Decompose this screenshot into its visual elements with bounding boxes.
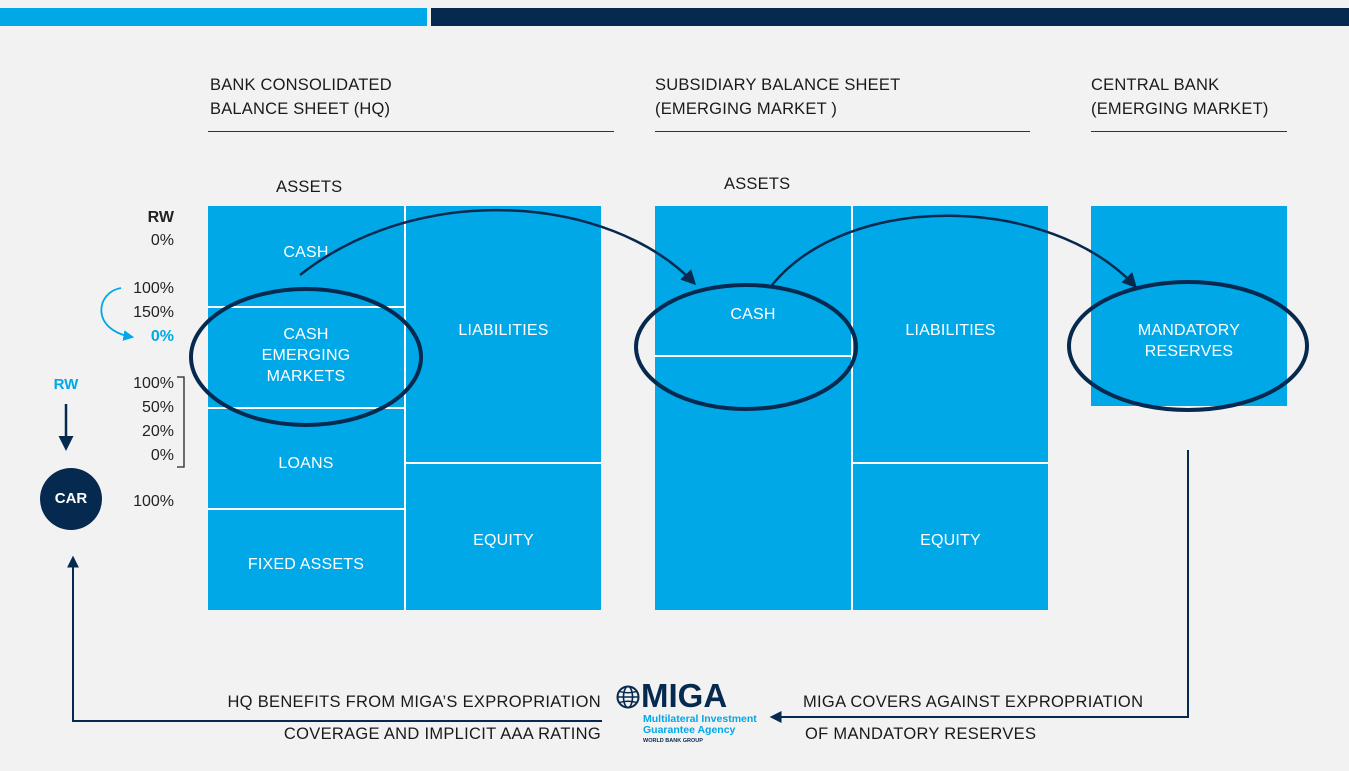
sub-assets-label: ASSETS — [724, 175, 791, 193]
central-bank-header: CENTRAL BANK (EMERGING MARKET) — [1091, 73, 1269, 121]
bank-divider-2 — [208, 407, 404, 409]
bank-header-rule — [208, 131, 614, 132]
rw-title: RW — [147, 209, 174, 226]
sub-divider-1 — [655, 355, 851, 357]
rw-loans-c: 20% — [141, 423, 174, 440]
mandatory-reserves-label: MANDATORY RESERVES — [1091, 320, 1287, 362]
bank-divider-3 — [208, 508, 404, 510]
subsidiary-sheet-header: SUBSIDIARY BALANCE SHEET (EMERGING MARKE… — [655, 73, 900, 121]
sub-divider-2 — [853, 462, 1048, 464]
mandatory-reserves-line1: MANDATORY — [1137, 322, 1241, 339]
return-arrow-cb-to-miga — [769, 450, 1189, 723]
bank-divider-4 — [406, 462, 601, 464]
bank-cash-label: CASH — [283, 244, 329, 261]
rw-loans-b: 50% — [141, 399, 174, 416]
mandatory-reserves-line2: RESERVES — [1144, 343, 1234, 360]
rw-cash-em-b: 150% — [133, 304, 174, 321]
bank-equity-label: EQUITY — [473, 532, 534, 549]
rw-loans-d: 0% — [150, 447, 174, 464]
bank-assets-label: ASSETS — [276, 178, 343, 196]
central-bank-box — [1091, 206, 1287, 406]
rw-fixed: 100% — [133, 493, 174, 510]
sub-sheet-divider-vertical — [851, 206, 853, 610]
miga-line1: Multilateral Investment — [643, 713, 757, 725]
bank-sheet-divider-vertical — [404, 206, 406, 610]
miga-full-name: Multilateral Investment Guarantee Agency — [643, 714, 757, 736]
rw-loans-a: 100% — [133, 375, 174, 392]
sub-header-line2: (EMERGING MARKET ) — [655, 100, 838, 118]
sub-liabilities-label: LIABILITIES — [905, 322, 996, 339]
bank-sheet-header: BANK CONSOLIDATED BALANCE SHEET (HQ) — [210, 73, 392, 121]
bank-fixed-assets-label: FIXED ASSETS — [247, 556, 365, 573]
miga-logo: MIGA Multilateral Investment Guarantee A… — [612, 677, 762, 760]
reserves-highlight-ellipse — [1067, 280, 1309, 412]
rw-cash-em-c: 0% — [150, 328, 174, 345]
sub-equity-label: EQUITY — [920, 532, 981, 549]
arc-arrow-bank-to-sub — [299, 208, 697, 286]
loans-rw-bracket — [177, 376, 185, 468]
sub-cash-label: CASH — [730, 306, 776, 323]
miga-wordmark: MIGA — [641, 677, 728, 714]
cash-em-line2: EMERGING — [261, 347, 351, 364]
rw-reduction-arrow — [100, 287, 135, 341]
sub-cash-highlight-ellipse — [634, 283, 858, 411]
miga-line2: Guarantee Agency — [643, 724, 736, 736]
cash-em-line1: CASH — [283, 326, 329, 343]
cash-em-highlight-ellipse — [189, 287, 423, 427]
bank-header-line1: BANK CONSOLIDATED — [210, 76, 392, 94]
cb-header-line1: CENTRAL BANK — [1091, 76, 1220, 94]
miga-group-label: WORLD BANK GROUP — [643, 738, 703, 744]
bottom-right-line2: OF MANDATORY RESERVES — [805, 725, 1037, 743]
arrow-to-car — [67, 555, 602, 722]
cb-header-line2: (EMERGING MARKET) — [1091, 100, 1269, 118]
cb-header-rule — [1091, 131, 1287, 132]
bottom-left-line1: HQ BENEFITS FROM MIGA’S EXPROPRIATION — [227, 693, 601, 711]
rw-cash-em-a: 100% — [133, 280, 174, 297]
bank-divider-1 — [208, 306, 404, 308]
cash-em-line3: MARKETS — [266, 368, 346, 385]
arc-arrow-sub-to-cb — [771, 214, 1138, 289]
bank-header-line2: BALANCE SHEET (HQ) — [210, 100, 391, 118]
car-circle: CAR — [40, 468, 102, 530]
sub-header-line1: SUBSIDIARY BALANCE SHEET — [655, 76, 901, 94]
bottom-right-line1: MIGA COVERS AGAINST EXPROPRIATION — [803, 693, 1144, 711]
rw-cash: 0% — [150, 232, 174, 249]
car-rw-label: RW — [53, 376, 79, 393]
globe-icon — [616, 685, 640, 709]
sub-header-rule — [655, 131, 1030, 132]
bank-loans-label: LOANS — [278, 455, 334, 472]
bottom-left-line2: COVERAGE AND IMPLICIT AAA RATING — [283, 725, 601, 743]
top-bar-light — [0, 8, 427, 26]
bank-cash-emerging-markets-label: CASH EMERGING MARKETS — [208, 324, 404, 387]
bank-liabilities-label: LIABILITIES — [458, 322, 549, 339]
top-bar-dark — [431, 8, 1349, 26]
